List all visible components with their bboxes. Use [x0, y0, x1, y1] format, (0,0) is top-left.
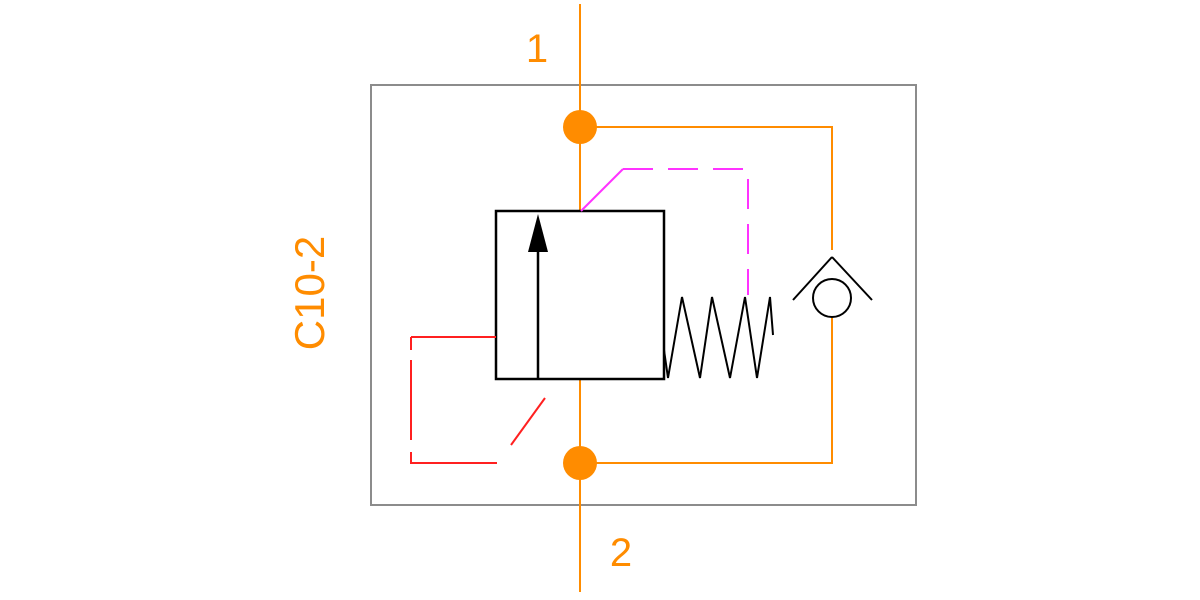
- spring-icon: [663, 296, 774, 379]
- pilot-line-port1: [580, 168, 749, 295]
- port-1-label: 1: [526, 27, 548, 71]
- port-2-label: 2: [610, 531, 632, 575]
- check-valve-icon: [792, 256, 873, 318]
- cartridge-housing: [370, 84, 917, 506]
- pressure-valve: [494, 209, 666, 381]
- junction-port2: [563, 446, 597, 480]
- junction-port1: [563, 110, 597, 144]
- component-label: C10-2: [286, 236, 333, 350]
- pilot-line-port2: [410, 336, 546, 464]
- main-flow-line: [579, 4, 833, 592]
- flow-arrow-icon: [528, 214, 548, 379]
